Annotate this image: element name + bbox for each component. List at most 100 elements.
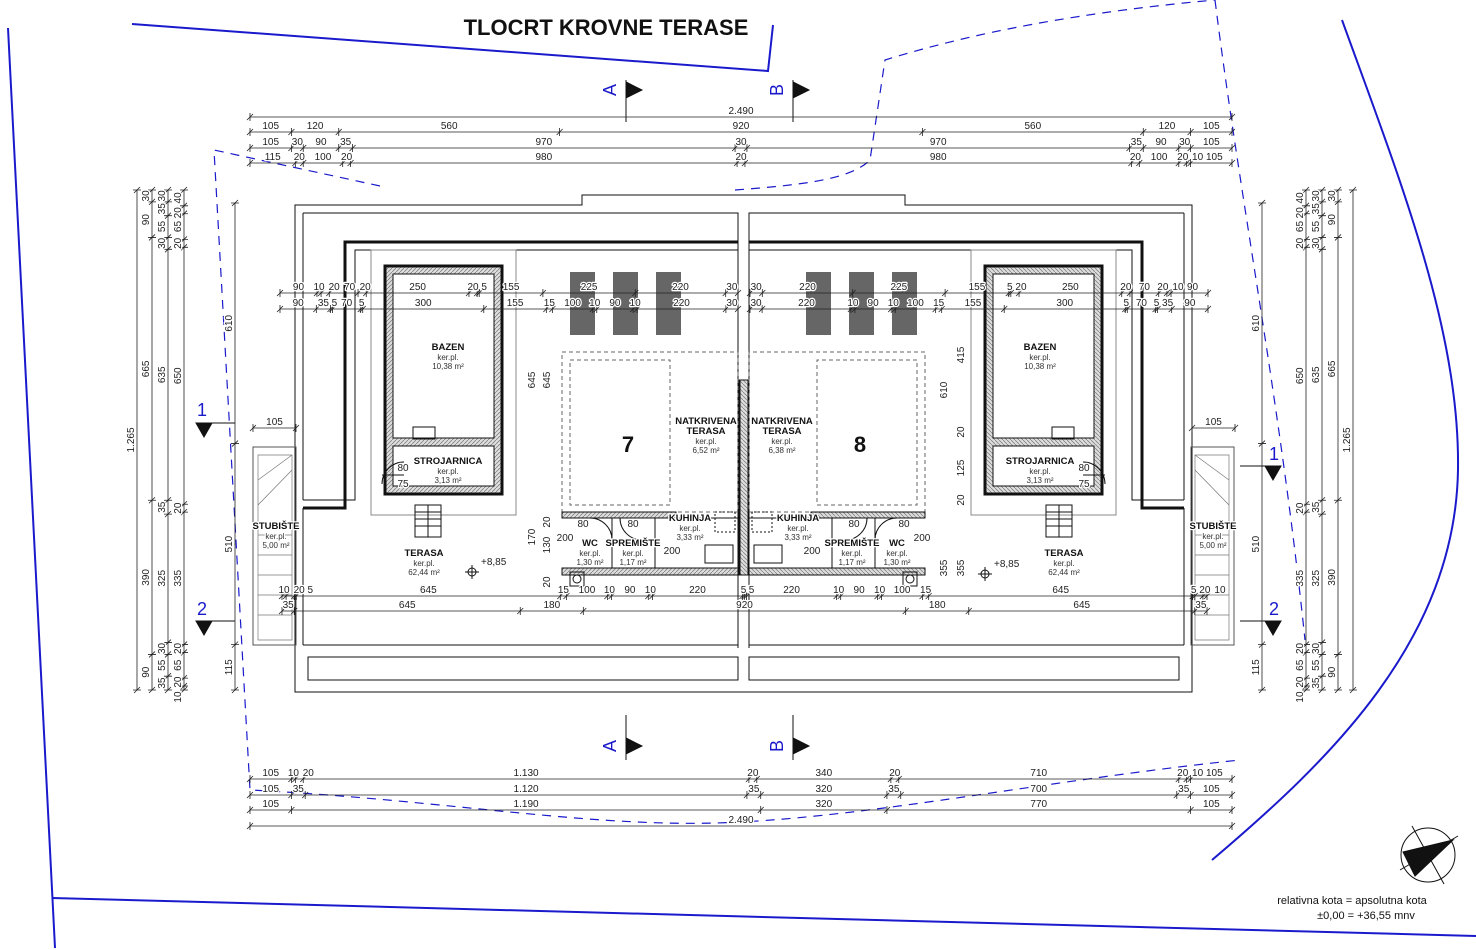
room-floor-finish: ker.pl. [679, 524, 700, 533]
dimension-tick [133, 186, 141, 194]
room-floor-finish: ker.pl. [695, 437, 716, 446]
dimension-label: 20 [1130, 152, 1142, 163]
room-floor-finish: ker.pl. [622, 549, 643, 558]
dimension-label: 20 [735, 152, 747, 163]
dimension-label: 20 [542, 576, 553, 588]
dimension-tick [1187, 128, 1194, 136]
section-a-top-label: A [600, 84, 620, 96]
dimension-tick [299, 775, 307, 783]
dimension-label: 510 [1251, 535, 1262, 552]
dimension-label: 20 [1120, 282, 1132, 293]
dimension-label: 355 [939, 559, 950, 576]
dimension-label: 100 [907, 298, 924, 309]
dimension-label: 20 [173, 502, 184, 514]
dimension-label: 15 [920, 585, 932, 596]
dimension-tick [164, 639, 172, 646]
unit-7-drawing [252, 194, 748, 693]
dimension-tick [329, 305, 336, 313]
dimension-tick [1000, 305, 1008, 313]
dimension-label: 5 [308, 585, 314, 596]
dimension-label: 10 [1192, 768, 1204, 779]
dimension-label: 35 [1195, 600, 1207, 611]
dimension-tick [1204, 305, 1212, 313]
dimension-label: 10 [604, 585, 616, 596]
dimension-label: 30 [292, 137, 304, 148]
dimension-label: 980 [535, 152, 552, 163]
room-name: BAZEN [432, 342, 465, 353]
dimension-label: 125 [956, 459, 967, 476]
room-area: 6,38 m² [768, 446, 795, 455]
room-area: 5,00 m² [1199, 541, 1226, 550]
dimension-tick [1228, 822, 1236, 830]
dimension-label: 650 [1295, 367, 1306, 384]
dimension-label: 20 [173, 676, 184, 688]
dimension-label: 105 [262, 121, 279, 132]
dimension-tick [293, 592, 300, 600]
dimension-label: 2.490 [728, 106, 753, 117]
dimension-label: 105 [262, 137, 279, 148]
dimension-label: 970 [930, 137, 947, 148]
dimension-label: 90 [1327, 214, 1338, 226]
dimension-tick [246, 822, 254, 830]
dimension-tick [180, 236, 188, 243]
dimension-tick [633, 305, 641, 313]
dimension-tick [632, 289, 639, 297]
dimension-label: 20 [1295, 642, 1306, 654]
dimension-label: 645 [1052, 585, 1069, 596]
dimension-tick [180, 686, 188, 694]
dimension-tick [883, 806, 891, 814]
dimension-tick [313, 305, 320, 313]
dimension-label: 225 [891, 282, 908, 293]
dimension-label: 225 [581, 282, 598, 293]
dimension-tick [288, 791, 295, 799]
dimension-label: 30 [157, 642, 168, 654]
room-floor-finish: ker.pl. [437, 467, 458, 476]
legend-elevation-value: ±0,00 = +36,55 mnv [1317, 910, 1415, 922]
dimension-tick [745, 775, 753, 783]
dimension-label: 105 [1205, 417, 1222, 428]
dimension-label: 20 [329, 282, 341, 293]
dimension-tick [1124, 305, 1131, 313]
dimension-tick [919, 592, 926, 600]
dimension-tick [1154, 305, 1161, 313]
dimension-label: 105 [1206, 152, 1223, 163]
dimension-tick [895, 775, 903, 783]
dimension-tick [1228, 159, 1236, 167]
dimension-tick [1188, 424, 1196, 432]
dimension-tick [1258, 641, 1266, 648]
room-name: NATKRIVENA [675, 416, 737, 427]
dimension-tick [164, 212, 172, 219]
dimension-label: 20 [467, 282, 479, 293]
room-area: 1,30 m² [576, 558, 603, 567]
dimension-label: 710 [1030, 768, 1047, 779]
dimension-label: 100 [894, 585, 911, 596]
dimension-tick [465, 289, 473, 297]
dimension-label: 20 [1295, 676, 1306, 688]
dimension-tick [733, 159, 741, 167]
section-b-bottom-label: B [767, 740, 787, 752]
dimension-label: 10 [1295, 691, 1306, 703]
dimension-tick [883, 791, 891, 799]
dimension-label: 5 [1124, 298, 1130, 309]
dimension-tick [1175, 159, 1183, 167]
dimension-label: 645 [527, 371, 538, 388]
dimension-tick [1334, 686, 1342, 694]
room-area: 62,44 m² [408, 568, 440, 577]
dimension-tick [1228, 113, 1236, 121]
room-name: STUBIŠTE [1190, 520, 1237, 532]
dimension-label: 70 [344, 282, 356, 293]
room-name: KUHINJA [669, 513, 711, 524]
dimension-tick [549, 305, 556, 313]
dimension-label: 35 [157, 501, 168, 513]
door-dimension: 75 [1078, 479, 1090, 490]
dimension-tick [516, 607, 524, 615]
dimension-label: 90 [609, 298, 621, 309]
dimension-tick [1318, 246, 1326, 253]
dimension-tick [180, 508, 188, 516]
dimension-tick [299, 144, 307, 152]
dimension-tick [1318, 672, 1326, 680]
dimension-label: 20 [294, 152, 306, 163]
dimension-tick [148, 496, 156, 504]
dimension-tick [1318, 686, 1326, 694]
